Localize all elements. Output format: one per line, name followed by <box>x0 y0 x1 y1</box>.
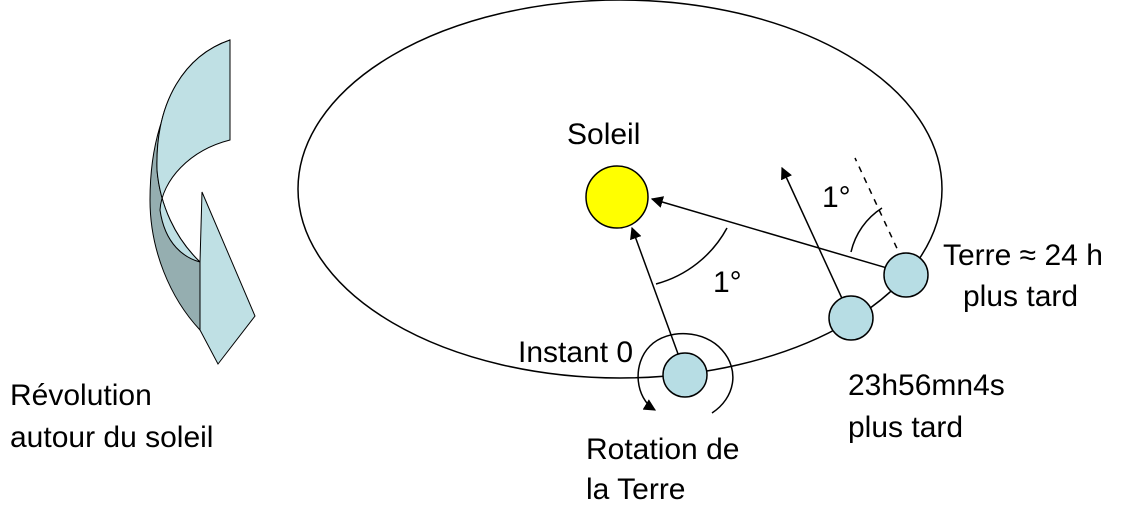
instant-label: Instant 0 <box>518 336 633 369</box>
earth-24h-circle <box>883 252 929 298</box>
arrow-instant0-to-sun <box>630 226 686 374</box>
sun-circle <box>585 165 649 229</box>
rotation-label-line2: la Terre <box>586 473 686 506</box>
rotation-label-line1: Rotation de <box>586 433 739 466</box>
revolution-label-line2: autour du soleil <box>10 421 213 454</box>
arrow-sidereal-direction <box>781 166 852 319</box>
revolution-arrow-icon <box>149 39 256 365</box>
angle-label-sun: 1° <box>713 266 742 299</box>
orbit-ellipse <box>297 0 943 379</box>
angle-label-earth: 1° <box>822 181 851 214</box>
earth-instant0-circle <box>662 352 708 398</box>
rotation-arrow-icon <box>637 333 734 414</box>
sidereal-label-line2: plus tard <box>848 411 963 444</box>
earth-24h-label-line1: Terre ≈ 24 h <box>943 239 1103 272</box>
arrow-earth24h-to-sun <box>650 196 905 274</box>
dashed-reference-line <box>854 157 908 271</box>
sidereal-label-line1: 23h56mn4s <box>848 369 1005 402</box>
earth-24h-label-line2: plus tard <box>963 280 1078 313</box>
angle-arc-earth <box>850 207 883 253</box>
earth-sidereal-circle <box>828 295 874 341</box>
sun-label: Soleil <box>567 118 640 151</box>
revolution-label-line1: Révolution <box>10 379 152 412</box>
revolution-arrow-lower <box>156 39 256 365</box>
angle-arc-sun <box>655 227 728 285</box>
